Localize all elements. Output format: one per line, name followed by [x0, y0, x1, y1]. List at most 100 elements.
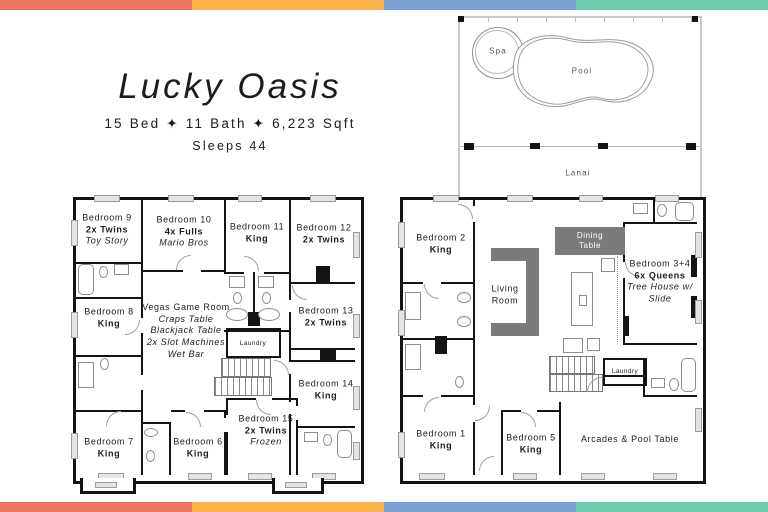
window-marker	[579, 195, 603, 202]
shower-icon	[675, 202, 694, 221]
window-marker	[581, 473, 605, 480]
wall	[76, 297, 143, 299]
garden-tub-icon	[258, 308, 280, 321]
enclosure-post	[692, 16, 698, 22]
wall	[141, 422, 171, 424]
wall	[289, 200, 291, 272]
wall	[291, 348, 355, 350]
wall	[169, 422, 171, 475]
wall	[171, 410, 185, 412]
window-marker	[310, 195, 336, 202]
stripe-red-top	[0, 0, 192, 10]
window-marker	[653, 473, 677, 480]
pool-shape	[512, 35, 654, 108]
wall	[253, 272, 255, 318]
room-label-game-room: Vegas Game Room Craps Table Blackjack Ta…	[142, 301, 230, 359]
header: Lucky Oasis 15 Bed ✦ 11 Bath ✦ 6,223 Sqf…	[80, 67, 380, 152]
window-marker	[248, 473, 272, 480]
window-marker	[433, 195, 459, 202]
shower-icon	[78, 362, 94, 388]
wall	[473, 200, 475, 206]
stripe-blue-top	[384, 0, 576, 10]
wall	[226, 398, 228, 415]
shower-icon	[681, 358, 696, 392]
door-arc	[176, 255, 191, 270]
door-arc	[274, 360, 289, 375]
pool-label: Pool	[571, 66, 593, 76]
garden-tub-icon	[226, 308, 248, 321]
spa-shape	[472, 27, 524, 79]
exterior-stoop	[272, 478, 324, 494]
wall	[289, 312, 291, 362]
front-door-opening	[479, 473, 499, 480]
shower-icon	[337, 430, 352, 458]
door-arc	[587, 377, 602, 392]
wall	[691, 296, 697, 318]
sofa	[491, 323, 539, 336]
window-marker	[168, 195, 194, 202]
sink-icon	[304, 432, 318, 442]
window-marker	[71, 220, 78, 246]
stairs	[214, 377, 272, 396]
wall	[537, 410, 561, 412]
window-marker	[695, 300, 702, 324]
property-stats: 15 Bed ✦ 11 Bath ✦ 6,223 Sqft	[104, 115, 356, 131]
room-label-arcades: Arcades & Pool Table	[581, 434, 679, 445]
stairs	[549, 356, 595, 374]
wall	[473, 222, 475, 282]
window-marker	[353, 232, 360, 258]
window-marker	[353, 442, 360, 460]
window-marker	[398, 222, 405, 248]
wall	[473, 395, 475, 405]
door-arc	[424, 397, 439, 412]
room-label-living-room: Living Room	[491, 283, 519, 305]
wall	[501, 410, 521, 412]
wall	[298, 426, 355, 428]
appliance-icon	[601, 258, 615, 272]
window-marker	[419, 473, 445, 480]
wall	[623, 316, 629, 336]
wall	[76, 262, 143, 264]
wall	[264, 272, 291, 274]
window-marker	[353, 386, 360, 410]
wall	[76, 355, 143, 357]
counter-edge	[617, 256, 618, 342]
sink-icon	[144, 428, 158, 437]
sink-icon	[633, 203, 648, 214]
pool-enclosure: Spa Pool Lanai	[458, 16, 702, 199]
wall	[272, 398, 298, 400]
shower-icon	[405, 292, 421, 320]
wall	[643, 395, 697, 397]
wall	[691, 255, 697, 277]
stripe-teal-bottom	[576, 502, 768, 512]
wall	[643, 358, 645, 395]
room-label-laundry-f1: Laundry	[611, 367, 639, 375]
toilet-icon	[455, 376, 464, 388]
window-marker	[398, 310, 405, 336]
wall	[296, 398, 298, 406]
wall	[501, 410, 503, 475]
stairs	[221, 358, 271, 377]
stripe-teal-top	[576, 0, 768, 10]
stripe-yellow-top	[192, 0, 384, 10]
door-arc	[106, 411, 121, 426]
stripe-red-bottom	[0, 502, 192, 512]
wall	[296, 420, 298, 475]
wall	[76, 410, 143, 412]
wall	[141, 270, 183, 272]
wall	[201, 270, 226, 272]
spa-inner-ring	[475, 30, 519, 74]
property-title: Lucky Oasis	[118, 67, 342, 106]
sink-icon	[229, 276, 245, 288]
wall	[559, 402, 561, 475]
screen-panel-ticks	[460, 18, 700, 22]
wall	[623, 343, 697, 345]
